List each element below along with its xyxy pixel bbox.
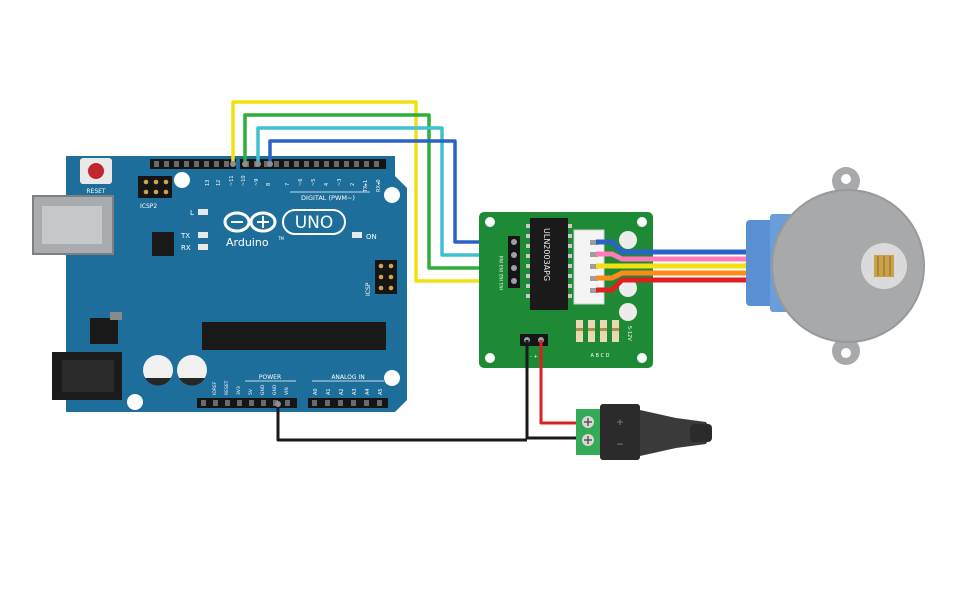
led-label: A B C D	[591, 353, 610, 359]
pin-label: ~10	[241, 175, 247, 186]
pin-label: 12	[216, 180, 222, 186]
uln2003-chip	[526, 218, 572, 310]
reset-button[interactable]	[80, 158, 112, 184]
pin-label: GND	[272, 384, 278, 395]
pin-label: 5V	[248, 388, 254, 395]
tx-led	[198, 232, 208, 238]
pin-label: ~9	[254, 179, 260, 186]
icsp-header	[375, 260, 397, 294]
wire-blue	[268, 139, 513, 244]
analog-header	[308, 398, 388, 408]
input-pin-header	[508, 236, 520, 288]
pin-label: GND	[260, 384, 266, 395]
rx-label: RX	[181, 244, 191, 252]
pin-label: TX▸1	[363, 180, 369, 193]
l-label: L	[190, 209, 194, 217]
icsp-label: ICSP	[365, 282, 372, 296]
on-led	[352, 232, 362, 238]
svg-text:−: −	[616, 440, 624, 450]
pin-label: A2	[339, 388, 345, 395]
wire-yellow	[231, 100, 513, 283]
power-pins-label: - +	[530, 354, 538, 360]
arduino-uno-board: RESET ICSP2 13 12 ~11 ~10 ~9 8	[32, 156, 407, 412]
tx-label: TX	[180, 232, 190, 240]
pin-label: ~3	[337, 179, 343, 186]
reset-label: RESET	[86, 188, 106, 195]
chip-label: ULN2003APG	[542, 228, 551, 281]
capacitor	[177, 355, 207, 386]
l-led	[198, 209, 208, 215]
arduino-logo-text: Arduino	[226, 236, 269, 249]
pin-label: 4	[324, 183, 330, 186]
stepper-motor-icon	[746, 167, 925, 365]
led-array	[576, 320, 619, 342]
icsp2-header	[138, 176, 172, 198]
screw-terminal-icon	[582, 416, 594, 446]
pin-label: 2	[350, 183, 356, 186]
pin-label: 7	[285, 183, 291, 186]
input-label: IN1 IN2 IN3 IN4	[499, 255, 505, 290]
pin-label: A0	[313, 388, 319, 395]
wire-green	[243, 113, 513, 270]
rx-led	[198, 244, 208, 250]
uln2003-driver-board: IN1 IN2 IN3 IN4 ULN2003APG A B C D	[479, 212, 653, 368]
dc-barrel-jack-icon: + −	[576, 404, 712, 460]
pcb-note: 5-12V	[626, 326, 632, 341]
pin-label: IOREF	[212, 381, 218, 395]
tm-mark: TM	[277, 236, 284, 241]
pin-label: A5	[378, 388, 384, 395]
atmega328-chip	[202, 322, 386, 350]
icsp2-label: ICSP2	[140, 203, 157, 210]
usb-chip	[152, 232, 174, 256]
voltage-regulator	[90, 318, 118, 344]
pin-label: A4	[365, 388, 371, 395]
on-label: ON	[366, 233, 377, 241]
pin-label: 13	[205, 180, 211, 186]
pin-label: 8	[266, 183, 272, 186]
svg-text:+: +	[616, 418, 624, 428]
pin-label: ~6	[298, 179, 304, 186]
analog-label: ANALOG IN	[331, 374, 364, 381]
power-header	[197, 398, 297, 408]
wire-black-driver	[525, 340, 600, 440]
signal-wires	[231, 100, 513, 283]
motor-ribbon-cable	[596, 239, 752, 293]
pin-label: A3	[352, 388, 358, 395]
arduino-infinity-logo	[223, 211, 277, 233]
pin-label: RX◂0	[376, 179, 382, 192]
power-label: POWER	[259, 374, 281, 381]
pin-label: ~5	[311, 179, 317, 186]
pin-label: RESET	[224, 380, 230, 395]
wire-cyan	[256, 126, 513, 257]
digital-label: DIGITAL (PWM~)	[301, 194, 355, 202]
pin-label: VIN	[284, 387, 290, 395]
pin-label: 3V3	[236, 386, 242, 395]
driver-power-pins	[520, 334, 548, 346]
uno-badge	[282, 209, 346, 235]
capacitor	[143, 355, 173, 386]
pin-label: A1	[326, 388, 332, 395]
wire-black-arduino	[276, 405, 527, 442]
pin-label: ~11	[229, 175, 235, 186]
uno-label: UNO	[295, 213, 334, 233]
